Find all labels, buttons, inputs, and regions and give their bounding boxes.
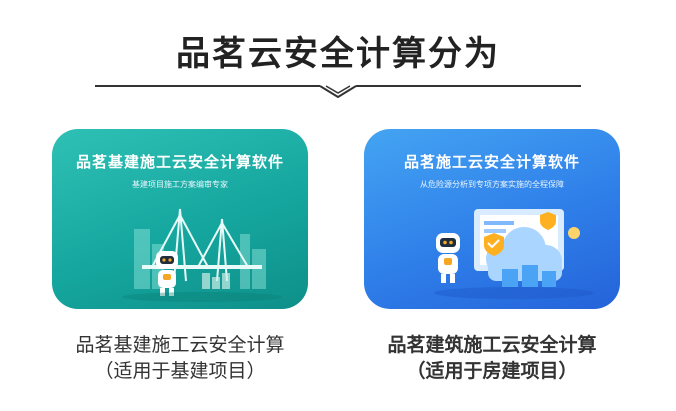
robot-mascot-icon [436,233,460,283]
card-subtitle: 基建项目施工方案编审专家 [132,180,228,189]
caption-line-2: （适用于房建项目） [406,360,578,382]
robot-mascot-icon [156,251,178,296]
cloud-computing-illustration [434,209,594,299]
card-title: 品茗施工云安全计算软件 [403,153,580,171]
building-software-card[interactable]: 品茗施工云安全计算软件 从危险源分析到专项方案实施的全程保障 [364,129,620,309]
building-caption: 品茗建筑施工云安全计算 （适用于房建项目） [332,332,652,384]
shield-icon [540,212,556,230]
card-subtitle: 从危险源分析到专项方案实施的全程保障 [420,180,564,189]
infrastructure-software-card[interactable]: 品茗基建施工云安全计算软件 基建项目施工方案编审专家 [52,129,308,309]
caption-line-1: 品茗建筑施工云安全计算 [387,334,597,356]
title-divider [95,85,581,98]
shield-icon [484,233,504,256]
infrastructure-caption: 品茗基建施工云安全计算 （适用于基建项目） [20,332,340,384]
page-title: 品茗云安全计算分为 [176,34,500,74]
caption-line-2: （适用于基建项目） [94,360,266,382]
caption-line-1: 品茗基建施工云安全计算 [75,334,285,356]
card-title: 品茗基建施工云安全计算软件 [75,153,284,171]
bridge-construction-illustration [122,208,282,302]
